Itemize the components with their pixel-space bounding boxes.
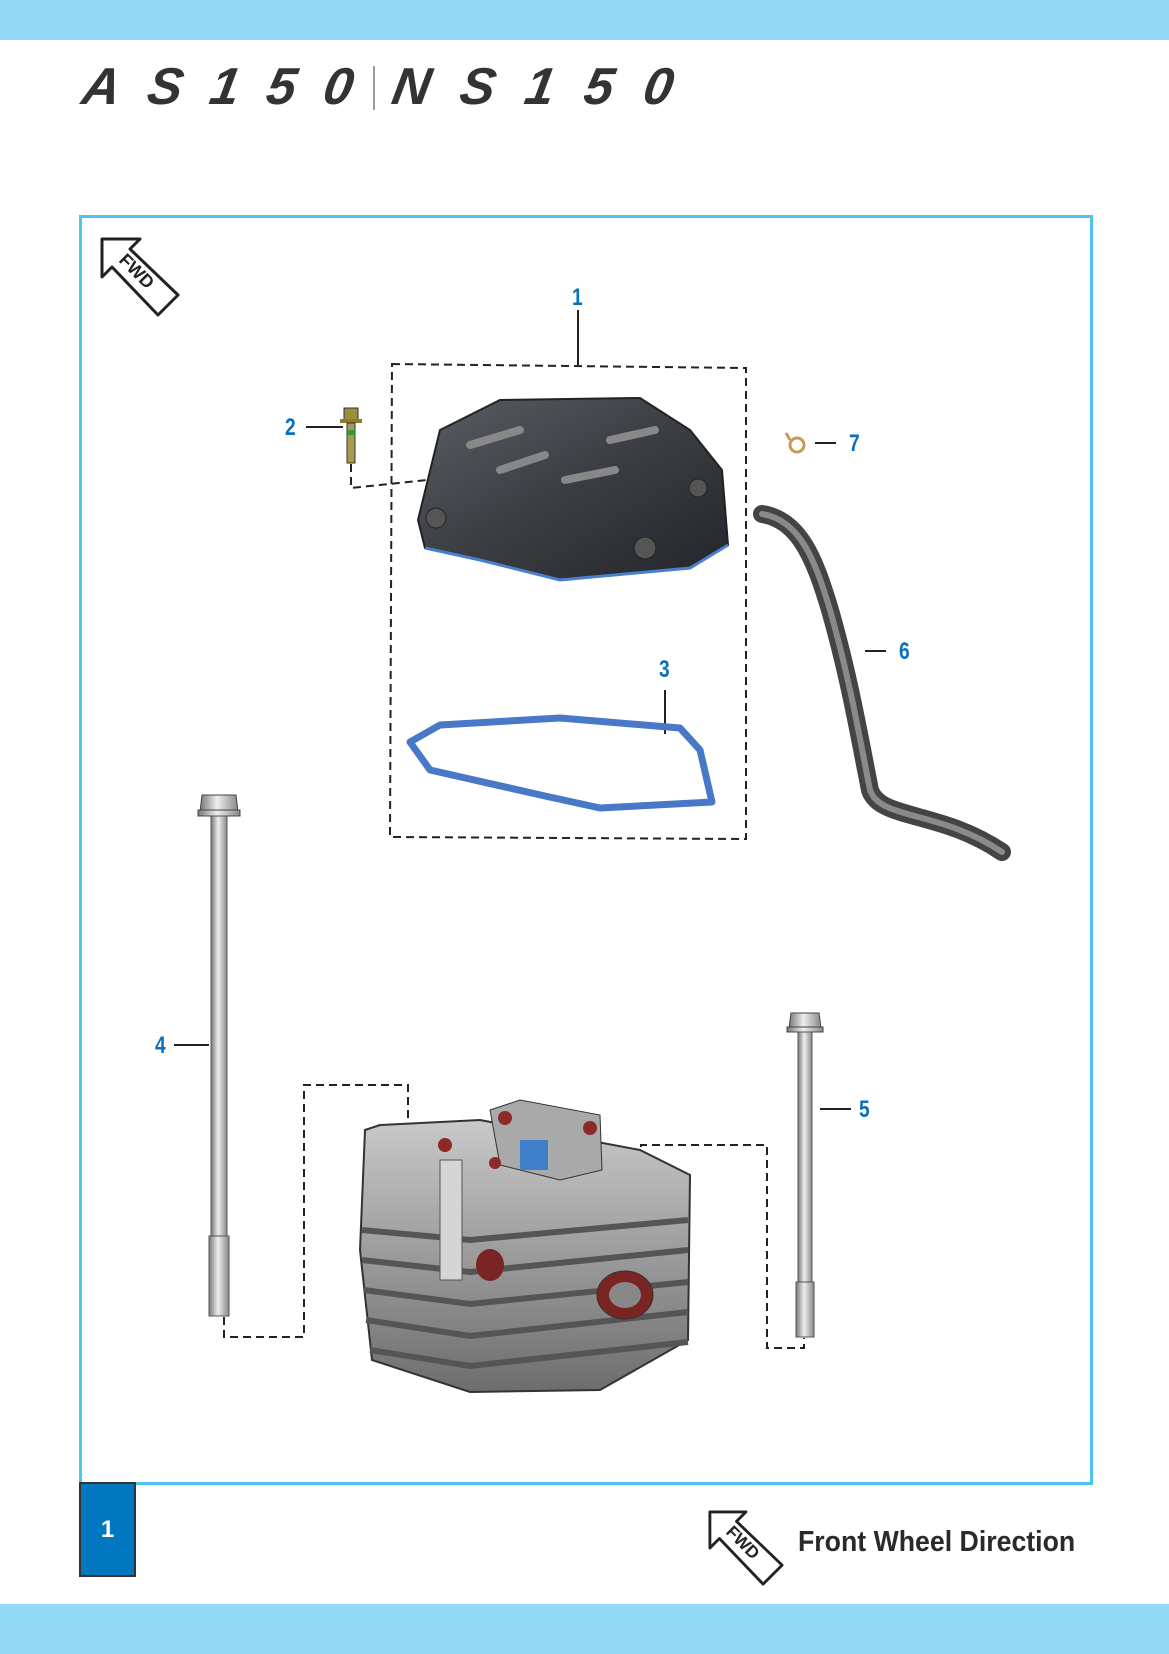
page-number-box: 1 [79, 1482, 136, 1577]
fwd-arrow-icon: FWD [100, 237, 180, 317]
cover-bolt [340, 407, 362, 464]
dashed-group-lines [223, 362, 805, 1349]
cylinder-head-cover [416, 396, 730, 582]
hose-highlight [759, 511, 1005, 855]
callout-6: 6 [899, 638, 910, 665]
cover-gasket [406, 714, 716, 812]
callout-2: 2 [285, 414, 296, 441]
svg-text:NS150: NS150 [388, 58, 678, 116]
diagram-frame [79, 215, 1093, 1485]
bottom-band [0, 1604, 1169, 1654]
svg-text:AS150: AS150 [76, 58, 358, 116]
brand-logo: AS150 NS150 [76, 58, 678, 116]
callout-4: 4 [155, 1032, 166, 1059]
page-number: 1 [100, 1515, 115, 1543]
front-wheel-direction-label: Front Wheel Direction [798, 1526, 1076, 1558]
leader-lines [174, 310, 886, 1110]
long-stud-bolt [197, 794, 241, 1317]
callout-3: 3 [659, 656, 670, 683]
cylinder-head [358, 1099, 692, 1394]
hose-clip [784, 432, 806, 454]
callout-1: 1 [572, 284, 583, 311]
short-stud-bolt [786, 1012, 824, 1338]
footer-fwd-arrow-icon: FWD [708, 1510, 784, 1586]
callout-7: 7 [849, 430, 860, 457]
top-band [0, 0, 1169, 40]
callout-5: 5 [859, 1096, 870, 1123]
